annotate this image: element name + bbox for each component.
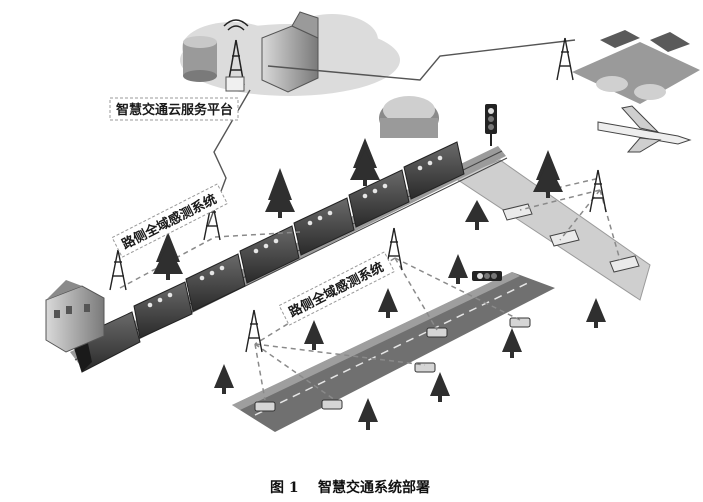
tree-icon xyxy=(358,398,378,430)
figure-number: 图 1 xyxy=(270,480,299,496)
traffic-light-icon xyxy=(485,104,497,146)
tree-icon xyxy=(465,200,489,230)
sensor-tower-icon xyxy=(109,249,127,291)
airport-area xyxy=(572,30,700,104)
cloud-server-cluster xyxy=(180,11,400,96)
tree-icon xyxy=(350,138,380,186)
sensor-tower-icon xyxy=(245,309,263,353)
sensor-tower-icon xyxy=(589,169,607,213)
boat-icons xyxy=(502,203,640,273)
tree-icon xyxy=(304,320,324,350)
tree-icon xyxy=(586,298,606,328)
cloud-platform-label: 智慧交通云服务平台 xyxy=(116,102,233,118)
tree-icon xyxy=(430,372,450,402)
airplane-icon xyxy=(597,105,692,153)
figure-title: 智慧交通系统部署 xyxy=(317,479,430,496)
traffic-light-icon xyxy=(472,271,502,281)
roadside-sensing-label-lower: 路侧全域感测系统 xyxy=(286,259,386,320)
tree-icon xyxy=(448,254,468,284)
tree-icon xyxy=(502,328,522,358)
sensor-tower-icons xyxy=(109,37,607,353)
station-building xyxy=(45,280,105,353)
label-roadside-lower: 路侧全域感测系统 xyxy=(278,251,395,326)
sensor-tower-icon xyxy=(556,37,574,81)
tree-icon xyxy=(214,364,234,394)
label-cloud-platform: 智慧交通云服务平台 xyxy=(109,97,239,121)
tree-icon xyxy=(153,232,183,280)
tree-icons xyxy=(153,138,606,430)
tree-icon xyxy=(265,168,295,218)
car-icons xyxy=(254,317,531,412)
tree-icon xyxy=(378,288,398,318)
tree-icon xyxy=(533,150,563,198)
dome-structure xyxy=(379,96,439,138)
